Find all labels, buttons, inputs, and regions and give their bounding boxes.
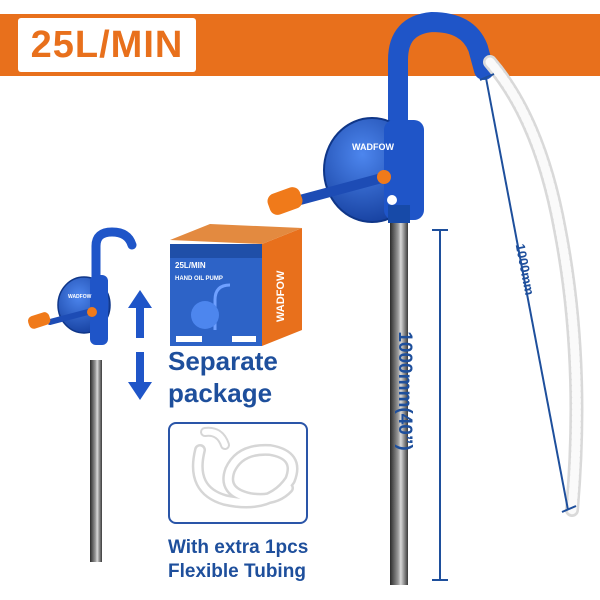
box-rate-label: 25L/MIN [175, 261, 206, 270]
separate-package-text: Separate package [168, 345, 278, 409]
suction-tube [390, 205, 408, 585]
small-suction-tube [90, 360, 102, 562]
tube-dimension-line [432, 229, 448, 581]
flow-rate-badge: 25L/MIN [18, 18, 196, 72]
separate-arrows [128, 290, 152, 400]
package-box: 25L/MIN HAND OIL PUMP WADFOW [170, 224, 302, 346]
separate-line1: Separate [168, 346, 278, 376]
tubing-frame [168, 422, 308, 524]
hose-dimension-line [479, 73, 577, 513]
box-title-label: HAND OIL PUMP [175, 276, 223, 282]
svg-text:WADFOW: WADFOW [68, 294, 92, 300]
separate-line2: package [168, 378, 273, 408]
tubing-coil-image [191, 426, 299, 509]
extra-tubing-text: With extra 1pcs Flexible Tubing [168, 536, 308, 584]
flow-rate-label: 25L/MIN [30, 23, 184, 66]
extra-line2: Flexible Tubing [168, 561, 306, 582]
box-brand-label: WADFOW [275, 270, 287, 322]
extra-line1: With extra 1pcs [168, 537, 309, 558]
pump-brand-label: WADFOW [352, 142, 394, 152]
small-pump: WADFOW [27, 227, 137, 562]
crank-arm [295, 173, 387, 205]
crank-handle [267, 187, 303, 215]
header-banner: 25L/MIN [0, 14, 600, 76]
tube-length-label: 1000mm(40”) [394, 331, 415, 451]
pump-spout [388, 11, 494, 220]
